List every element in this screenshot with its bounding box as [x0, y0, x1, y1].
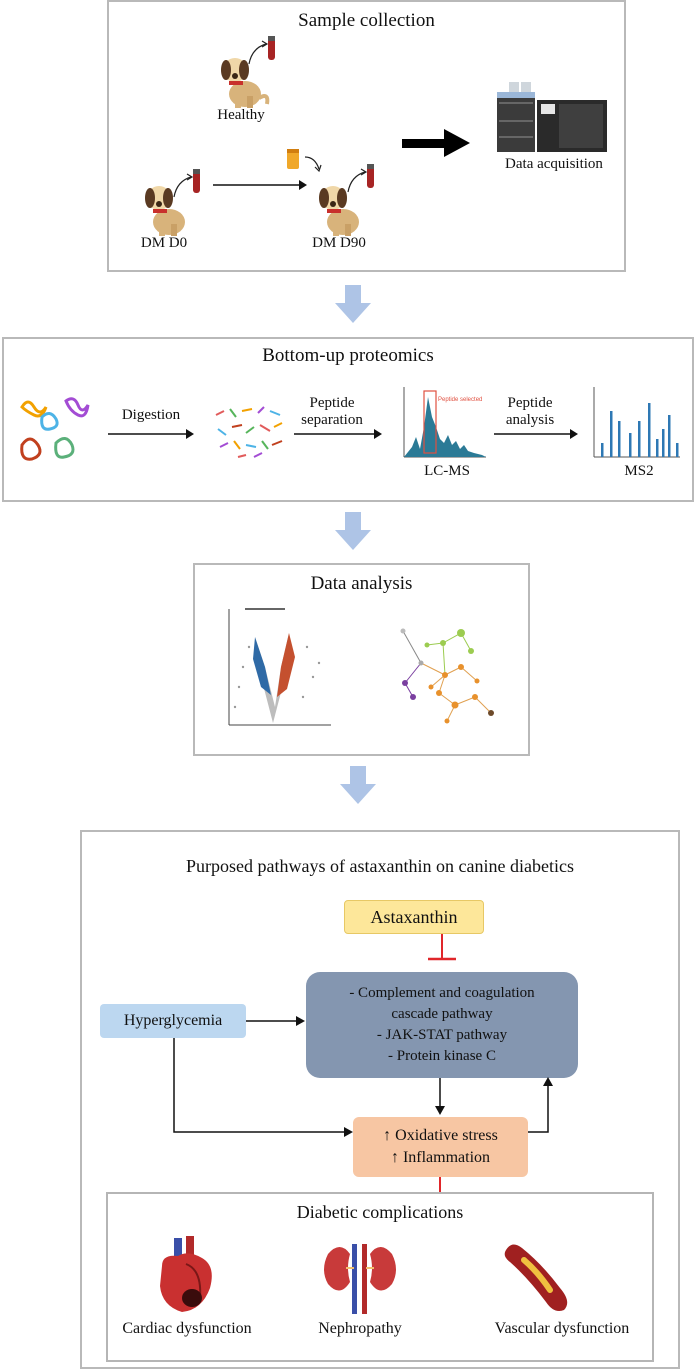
peptide-selected-label: Peptide selected	[438, 397, 482, 403]
lcms-instrument-icon	[497, 82, 607, 152]
sample-collection-title: Sample collection	[298, 10, 435, 31]
cardiac-label: Cardiac dysfunction	[122, 1320, 252, 1337]
protein-tangles-icon	[20, 397, 90, 461]
dm-d90-dog-icon	[319, 186, 359, 236]
pathway-line-1: - Complement and coagulation	[349, 985, 535, 1001]
flow-arrow-down	[340, 766, 376, 804]
proteomics-panel: Bottom-up proteomics Digestion Peptide s…	[2, 337, 694, 502]
flow-arrow-down	[335, 285, 371, 323]
lc-chromatogram: Peptide selected	[403, 387, 486, 458]
proteomics-title: Bottom-up proteomics	[262, 345, 434, 366]
dm-d90-label: DM D90	[312, 235, 366, 251]
inflammation-label: Inflammation	[402, 1149, 491, 1166]
timeline-arrow	[213, 180, 307, 190]
astaxanthin-label: Astaxanthin	[370, 906, 458, 927]
up-arrow-icon: ↑	[383, 1127, 392, 1144]
blood-sample-arrow-icon	[347, 164, 374, 193]
pathways-panel: Purposed pathways of astaxanthin on cani…	[80, 830, 680, 1369]
acquisition-arrow	[402, 129, 470, 157]
inhibition-arrow	[428, 934, 456, 961]
hyperglycemia-label: Hyperglycemia	[123, 1012, 223, 1029]
volcano-plot	[228, 608, 331, 726]
heart-icon	[160, 1236, 212, 1312]
vascular-label: Vascular dysfunction	[494, 1320, 630, 1337]
data-analysis-title: Data analysis	[310, 573, 413, 594]
healthy-dog-icon	[221, 58, 270, 108]
complications-box: Diabetic complications Cardiac dysfuncti…	[106, 1192, 654, 1362]
analysis-arrow	[494, 429, 578, 439]
peptide-fragments-icon	[215, 406, 283, 458]
blood-vessel-icon	[504, 1244, 568, 1311]
ms2-label: MS2	[624, 463, 654, 479]
pathway-line-2: cascade pathway	[391, 1006, 493, 1022]
digestion-arrow	[108, 429, 194, 439]
oxidative-stress-label: Oxidative stress	[395, 1127, 498, 1144]
data-acquisition-label: Data acquisition	[505, 156, 603, 172]
blood-sample-arrow-icon	[248, 36, 275, 65]
pathway-line-4: - Protein kinase C	[388, 1048, 496, 1064]
dm-d0-label: DM D0	[140, 235, 188, 251]
complications-title: Diabetic complications	[296, 1202, 464, 1222]
pathway-box: - Complement and coagulation cascade pat…	[306, 972, 578, 1078]
lcms-label: LC-MS	[424, 463, 470, 479]
supplement-bottle-icon	[287, 149, 322, 173]
separation-arrow	[294, 429, 382, 439]
healthy-label: Healthy	[217, 107, 265, 123]
nephropathy-label: Nephropathy	[318, 1320, 402, 1337]
hyperglycemia-box: Hyperglycemia	[100, 1004, 246, 1038]
pathway-line-3: - JAK-STAT pathway	[376, 1027, 508, 1043]
peptide-separation-label: Peptide separation	[301, 395, 363, 428]
pathways-title: Purposed pathways of astaxanthin on cani…	[186, 856, 574, 876]
pathway-connectors	[173, 1016, 553, 1137]
digestion-label: Digestion	[121, 407, 181, 423]
blood-sample-arrow-icon	[173, 169, 200, 198]
sample-collection-panel: Sample collection Healthy DM D0	[107, 0, 626, 272]
kidney-icon	[324, 1244, 396, 1314]
oxidative-stress-box: ↑ Oxidative stress ↑ Inflammation	[353, 1117, 528, 1177]
astaxanthin-box: Astaxanthin	[344, 900, 484, 934]
data-analysis-panel: Data analysis	[193, 563, 530, 756]
protein-network	[400, 628, 494, 724]
flow-arrow-down	[335, 512, 371, 550]
peptide-analysis-label: Peptide analysis	[505, 395, 555, 428]
ms2-spectrum	[593, 387, 680, 458]
dm-d0-dog-icon	[145, 186, 185, 236]
up-arrow-icon: ↑	[390, 1149, 399, 1166]
